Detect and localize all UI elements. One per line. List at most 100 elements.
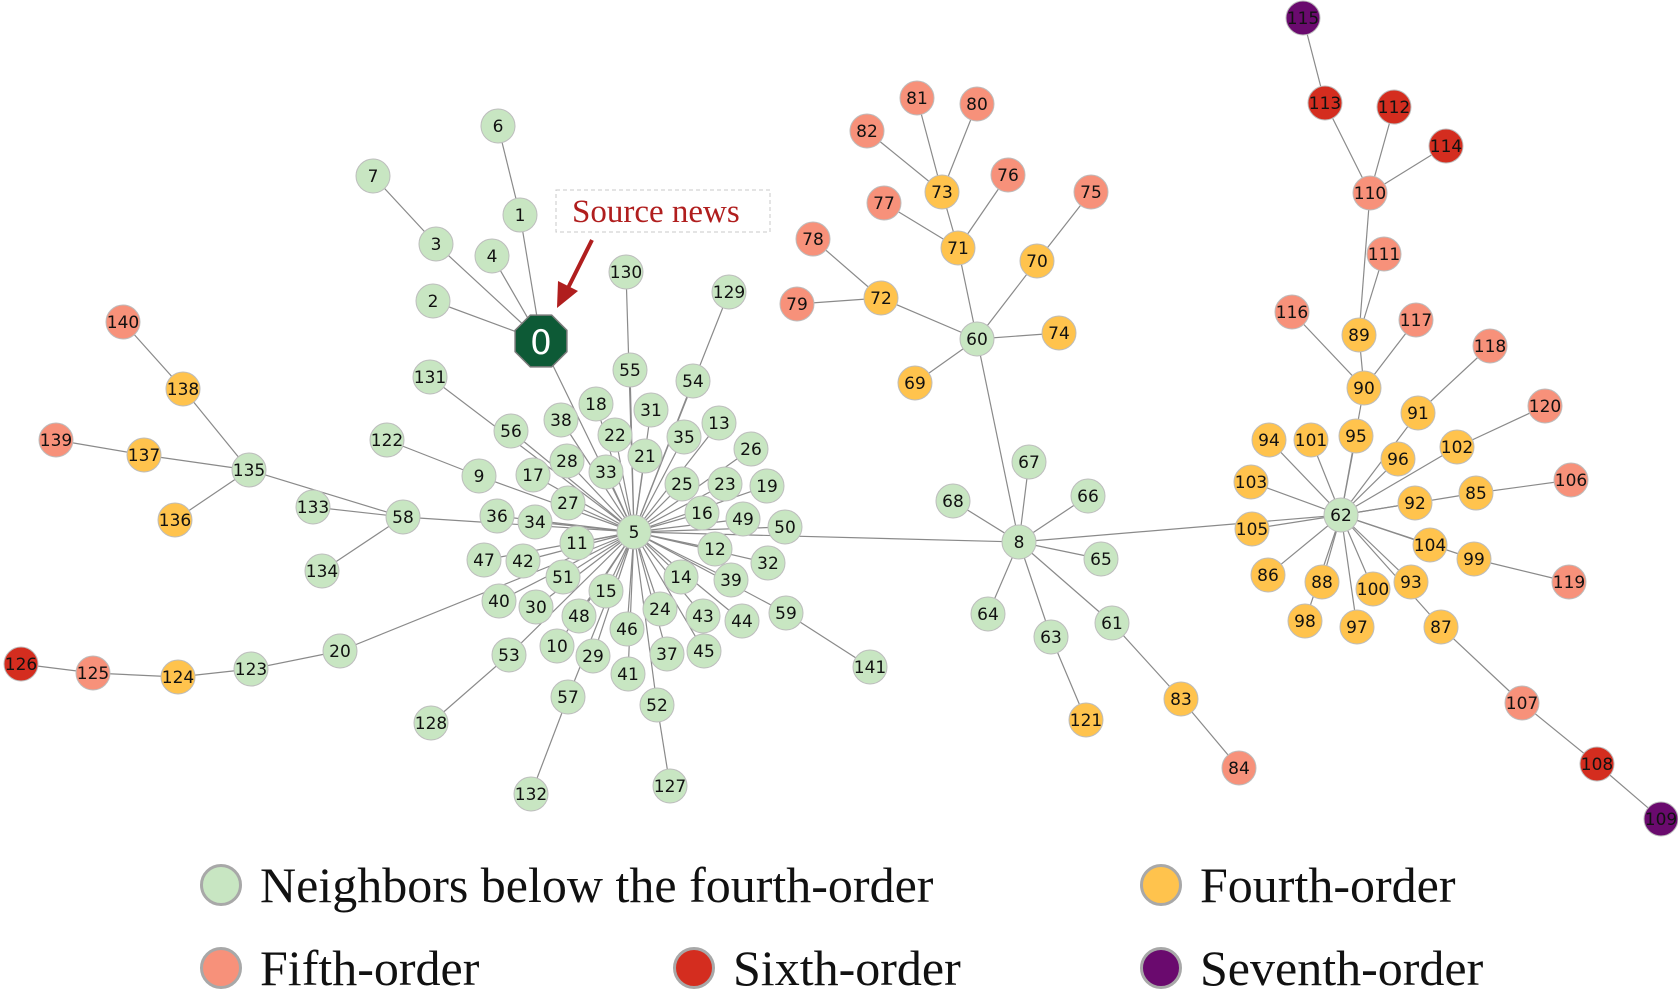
node-84[interactable]: 84 (1221, 750, 1257, 786)
node-72[interactable]: 72 (863, 280, 899, 316)
node-85[interactable]: 85 (1458, 475, 1494, 511)
node-133[interactable]: 133 (295, 489, 331, 525)
node-48[interactable]: 48 (561, 598, 597, 634)
node-130[interactable]: 130 (608, 254, 644, 290)
node-126[interactable]: 126 (3, 646, 39, 682)
node-22[interactable]: 22 (597, 417, 633, 453)
node-32[interactable]: 32 (750, 545, 786, 581)
node-34[interactable]: 34 (517, 504, 553, 540)
node-116[interactable]: 116 (1274, 294, 1310, 330)
node-57[interactable]: 57 (550, 679, 586, 715)
node-137[interactable]: 137 (126, 437, 162, 473)
node-95[interactable]: 95 (1338, 418, 1374, 454)
node-139[interactable]: 139 (38, 422, 74, 458)
node-35[interactable]: 35 (666, 419, 702, 455)
node-107[interactable]: 107 (1504, 685, 1540, 721)
node-18[interactable]: 18 (578, 386, 614, 422)
node-78[interactable]: 78 (795, 221, 831, 257)
node-44[interactable]: 44 (724, 603, 760, 639)
node-65[interactable]: 65 (1083, 541, 1119, 577)
node-125[interactable]: 125 (75, 655, 111, 691)
node-5[interactable]: 5 (616, 514, 652, 550)
node-109[interactable]: 109 (1643, 801, 1678, 837)
node-97[interactable]: 97 (1339, 609, 1375, 645)
node-100[interactable]: 100 (1355, 571, 1391, 607)
node-53[interactable]: 53 (491, 637, 527, 673)
node-2[interactable]: 2 (415, 283, 451, 319)
node-124[interactable]: 124 (160, 659, 196, 695)
node-61[interactable]: 61 (1094, 605, 1130, 641)
node-80[interactable]: 80 (959, 86, 995, 122)
node-12[interactable]: 12 (697, 531, 733, 567)
node-82[interactable]: 82 (849, 113, 885, 149)
node-112[interactable]: 112 (1376, 89, 1412, 125)
source-node[interactable]: 0 (514, 314, 568, 368)
node-122[interactable]: 122 (369, 422, 405, 458)
node-13[interactable]: 13 (701, 405, 737, 441)
node-118[interactable]: 118 (1472, 328, 1508, 364)
node-83[interactable]: 83 (1163, 681, 1199, 717)
node-89[interactable]: 89 (1341, 317, 1377, 353)
node-79[interactable]: 79 (779, 286, 815, 322)
node-28[interactable]: 28 (549, 443, 585, 479)
node-74[interactable]: 74 (1041, 315, 1077, 351)
node-41[interactable]: 41 (610, 656, 646, 692)
node-141[interactable]: 141 (852, 649, 888, 685)
node-21[interactable]: 21 (627, 438, 663, 474)
node-105[interactable]: 105 (1234, 511, 1270, 547)
node-3[interactable]: 3 (418, 226, 454, 262)
node-134[interactable]: 134 (304, 553, 340, 589)
node-52[interactable]: 52 (639, 687, 675, 723)
node-106[interactable]: 106 (1553, 462, 1589, 498)
node-46[interactable]: 46 (609, 611, 645, 647)
node-8[interactable]: 8 (1001, 524, 1037, 560)
node-129[interactable]: 129 (711, 274, 747, 310)
node-54[interactable]: 54 (675, 363, 711, 399)
node-50[interactable]: 50 (767, 509, 803, 545)
node-63[interactable]: 63 (1033, 619, 1069, 655)
node-73[interactable]: 73 (924, 174, 960, 210)
node-102[interactable]: 102 (1439, 429, 1475, 465)
node-69[interactable]: 69 (897, 365, 933, 401)
node-9[interactable]: 9 (461, 458, 497, 494)
node-33[interactable]: 33 (588, 454, 624, 490)
node-98[interactable]: 98 (1287, 603, 1323, 639)
node-6[interactable]: 6 (480, 108, 516, 144)
node-14[interactable]: 14 (663, 559, 699, 595)
node-47[interactable]: 47 (466, 542, 502, 578)
node-43[interactable]: 43 (685, 598, 721, 634)
node-25[interactable]: 25 (664, 466, 700, 502)
node-60[interactable]: 60 (959, 321, 995, 357)
node-123[interactable]: 123 (233, 651, 269, 687)
node-20[interactable]: 20 (322, 633, 358, 669)
node-71[interactable]: 71 (940, 230, 976, 266)
node-66[interactable]: 66 (1070, 478, 1106, 514)
node-24[interactable]: 24 (642, 591, 678, 627)
node-38[interactable]: 38 (543, 402, 579, 438)
node-11[interactable]: 11 (559, 525, 595, 561)
node-62[interactable]: 62 (1323, 497, 1359, 533)
node-104[interactable]: 104 (1412, 527, 1448, 563)
node-26[interactable]: 26 (733, 431, 769, 467)
node-132[interactable]: 132 (513, 776, 549, 812)
node-68[interactable]: 68 (935, 483, 971, 519)
node-58[interactable]: 58 (385, 499, 421, 535)
node-1[interactable]: 1 (502, 197, 538, 233)
node-108[interactable]: 108 (1579, 746, 1615, 782)
node-10[interactable]: 10 (539, 628, 575, 664)
node-140[interactable]: 140 (105, 304, 141, 340)
node-94[interactable]: 94 (1251, 422, 1287, 458)
node-70[interactable]: 70 (1019, 243, 1055, 279)
node-87[interactable]: 87 (1423, 609, 1459, 645)
node-30[interactable]: 30 (518, 589, 554, 625)
node-23[interactable]: 23 (707, 466, 743, 502)
node-114[interactable]: 114 (1428, 128, 1464, 164)
node-135[interactable]: 135 (231, 452, 267, 488)
node-117[interactable]: 117 (1398, 302, 1434, 338)
node-55[interactable]: 55 (612, 352, 648, 388)
node-76[interactable]: 76 (990, 157, 1026, 193)
node-119[interactable]: 119 (1551, 564, 1587, 600)
node-67[interactable]: 67 (1011, 444, 1047, 480)
node-40[interactable]: 40 (481, 583, 517, 619)
node-77[interactable]: 77 (866, 185, 902, 221)
